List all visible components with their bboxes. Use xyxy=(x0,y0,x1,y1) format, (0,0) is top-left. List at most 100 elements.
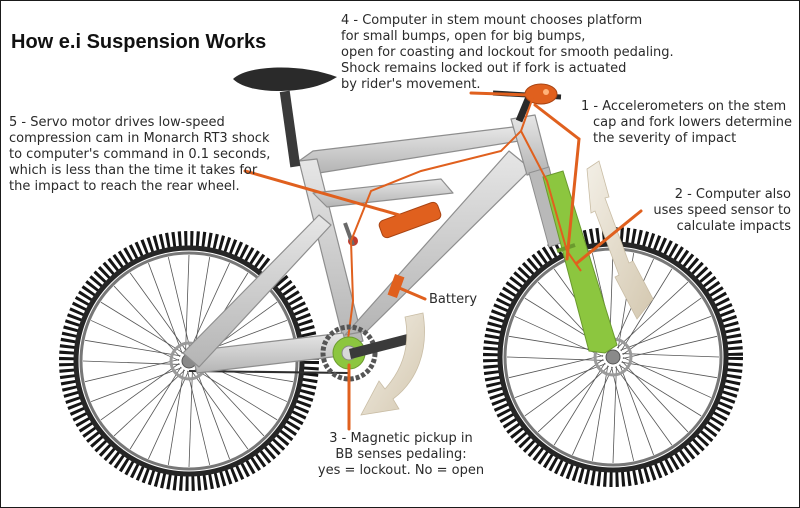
callout-servo: 5 - Servo motor drives low-speed compres… xyxy=(9,115,270,195)
callout-accelerometers-line: 1 - Accelerometers on the stem xyxy=(581,99,787,114)
spoke xyxy=(197,364,265,437)
spoke xyxy=(84,359,180,383)
callout-speed-sensor-line: 2 - Computer also xyxy=(674,187,791,202)
spoke xyxy=(514,363,606,398)
spoke xyxy=(90,367,182,402)
spoke xyxy=(113,285,181,358)
fork-travel-arrow xyxy=(586,160,654,320)
pedaling-arrow xyxy=(360,312,425,416)
spoke xyxy=(82,360,180,365)
spoke xyxy=(90,320,180,361)
callout-pickup-line: 3 - Magnetic pickup in xyxy=(329,431,473,446)
spoke xyxy=(620,268,673,352)
callout-pickup-line: yes = lockout. No = open xyxy=(317,463,485,478)
bottom-bracket xyxy=(320,324,421,382)
spoke xyxy=(191,370,249,450)
spoke xyxy=(100,301,184,354)
spoke xyxy=(100,363,180,421)
leader-speed-sensor xyxy=(575,209,643,265)
spoke xyxy=(619,364,654,456)
saddle-assembly xyxy=(233,67,337,168)
spoke xyxy=(113,369,186,437)
callout-servo-line: compression cam in Monarch RT3 shock xyxy=(9,131,270,146)
spoke xyxy=(129,272,187,352)
callout-battery: Battery xyxy=(429,292,477,308)
spoke xyxy=(572,366,613,456)
spoke xyxy=(194,368,278,421)
spoke xyxy=(187,370,211,466)
front-wheel xyxy=(483,227,743,487)
spoke xyxy=(167,369,185,466)
spoke xyxy=(537,365,610,433)
spoke xyxy=(622,335,718,359)
spoke xyxy=(616,281,689,349)
spoke xyxy=(148,262,183,354)
spoke xyxy=(553,362,606,446)
rear-shock xyxy=(343,201,442,246)
callout-computer: 4 - Computer in stem mount chooses platf… xyxy=(341,13,674,93)
spoke xyxy=(615,366,673,446)
callout-servo-line: to computer's command in 0.1 seconds, xyxy=(9,147,271,162)
spoke xyxy=(612,366,617,464)
callout-servo-line: the impact to reach the rear wheel. xyxy=(9,179,240,194)
leader-battery xyxy=(395,285,427,301)
crank-arm xyxy=(349,331,421,359)
seat-tube xyxy=(298,158,364,348)
callout-speed-sensor-line: calculate impacts xyxy=(676,219,791,234)
callout-servo-line: which is less than the time it takes for xyxy=(9,163,258,178)
motion-arrows xyxy=(360,160,654,416)
wiring xyxy=(346,96,582,348)
spoke xyxy=(621,360,689,433)
seatpost xyxy=(279,90,301,168)
steerer xyxy=(515,95,533,123)
callout-computer-line: Shock remains locked out if fork is actu… xyxy=(341,61,627,76)
callout-computer-line: open for coasting and lockout for smooth… xyxy=(341,45,674,60)
leader-computer xyxy=(469,91,531,97)
top-tube xyxy=(298,126,520,174)
spoke xyxy=(195,368,230,460)
rear-tire xyxy=(59,231,319,491)
front-hub xyxy=(605,349,621,365)
spoke xyxy=(84,339,181,357)
callout-computer-line: by rider's movement. xyxy=(341,77,481,92)
callout-accelerometers-line: cap and fork lowers determine xyxy=(593,115,793,130)
leader-fork-sensor xyxy=(565,137,581,261)
stem-computer-dot xyxy=(543,89,549,95)
spoke xyxy=(189,262,230,352)
callout-pickup: 3 - Magnetic pickup in BB senses pedalin… xyxy=(301,431,501,479)
spoke xyxy=(167,256,191,352)
shock-body xyxy=(378,201,442,239)
callout-speed-sensor: 2 - Computer also uses speed sensor to c… xyxy=(613,187,791,235)
callout-computer-line: 4 - Computer in stem mount chooses platf… xyxy=(341,13,643,28)
spoke xyxy=(188,370,193,468)
spoke xyxy=(185,254,190,352)
spoke xyxy=(524,359,604,417)
seat-stay xyxy=(182,214,332,368)
spoke xyxy=(129,366,182,450)
callout-computer-line: for small bumps, open for big bumps, xyxy=(341,29,586,44)
callout-servo-line: 5 - Servo motor drives low-speed xyxy=(9,115,225,130)
spoke xyxy=(591,365,609,462)
spoke xyxy=(148,370,189,460)
spoke xyxy=(622,357,712,398)
front-tire xyxy=(483,227,743,487)
spoke xyxy=(618,364,702,417)
callout-accelerometers: 1 - Accelerometers on the stem cap and f… xyxy=(581,99,792,147)
diagram-title: How e.i Suspension Works xyxy=(11,31,267,53)
leader-accelerometer xyxy=(533,103,581,141)
spoke xyxy=(506,356,604,361)
spoke xyxy=(621,361,718,379)
callout-accelerometers-line: the severity of impact xyxy=(593,131,737,146)
spoke xyxy=(622,353,720,358)
callout-speed-sensor-line: uses speed sensor to xyxy=(653,203,791,218)
spoke xyxy=(620,316,712,351)
leader-lines xyxy=(243,91,643,431)
battery-label: Battery xyxy=(429,292,478,307)
spoke xyxy=(508,355,604,379)
spoke xyxy=(611,366,635,462)
callout-pickup-line: BB senses pedaling: xyxy=(335,447,467,462)
spoke xyxy=(193,256,211,353)
saddle xyxy=(233,67,337,91)
spoke xyxy=(622,297,702,355)
